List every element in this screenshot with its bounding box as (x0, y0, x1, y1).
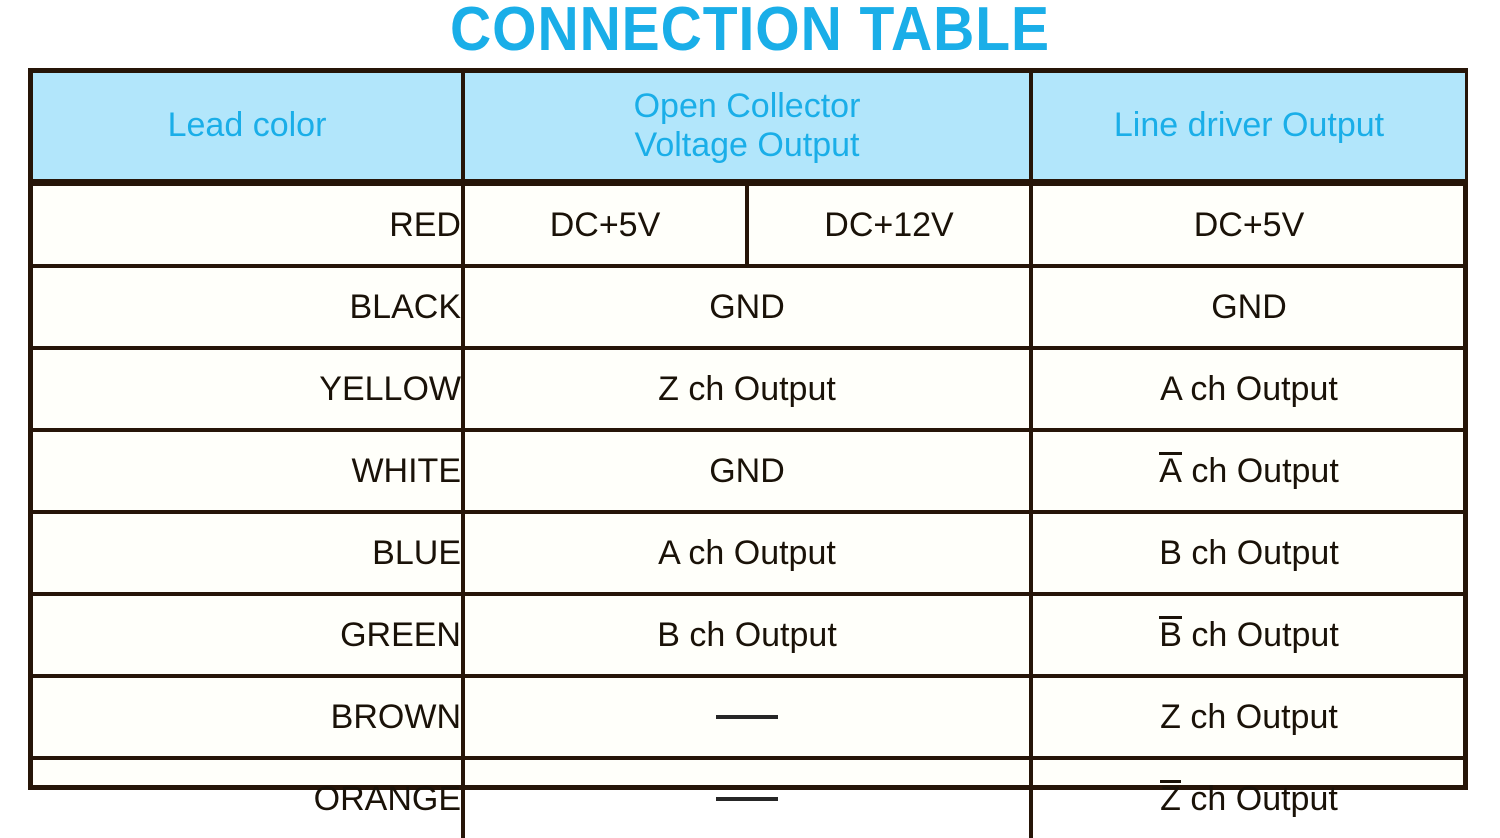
page-title: CONNECTION TABLE (60, 0, 1440, 66)
cell-open-collector: B ch Output (463, 594, 1031, 676)
cell-lead-color: BLUE (33, 512, 463, 594)
cell-line-driver: B ch Output (1031, 512, 1465, 594)
cell-lead-color: BROWN (33, 676, 463, 758)
cell-line-driver: Z ch Output (1031, 676, 1465, 758)
dash-placeholder-icon (716, 715, 778, 719)
header-lead-color: Lead color (33, 73, 463, 183)
table-header-row: Lead color Open Collector Voltage Output… (33, 73, 1465, 183)
cell-lead-color: BLACK (33, 266, 463, 348)
cell-lead-color: WHITE (33, 430, 463, 512)
cell-lead-color: GREEN (33, 594, 463, 676)
cell-lead-color: RED (33, 183, 463, 267)
connection-table: Lead color Open Collector Voltage Output… (33, 73, 1465, 838)
cell-line-driver: A ch Output (1031, 430, 1465, 512)
overline-letter: Z (1160, 780, 1181, 819)
cell-line-driver: GND (1031, 266, 1465, 348)
overline-letter: A (1159, 452, 1182, 491)
cell-line-driver: A ch Output (1031, 348, 1465, 430)
cell-open-collector: GND (463, 430, 1031, 512)
cell-lead-color: YELLOW (33, 348, 463, 430)
cell-open-collector: Z ch Output (463, 348, 1031, 430)
overline-letter: B (1159, 616, 1182, 655)
header-line-driver-output: Line driver Output (1031, 73, 1465, 183)
cell-line-driver: B ch Output (1031, 594, 1465, 676)
cell-lead-color: ORANGE (33, 758, 463, 838)
cell-open-collector: A ch Output (463, 512, 1031, 594)
table-row: BROWN Z ch Output (33, 676, 1465, 758)
cell-open-collector: GND (463, 266, 1031, 348)
cell-open-collector (463, 758, 1031, 838)
cell-line-driver: DC+5V (1031, 183, 1465, 267)
connection-table-container: Lead color Open Collector Voltage Output… (28, 68, 1468, 790)
cell-open-collector-12v: DC+12V (747, 183, 1031, 267)
table-row: ORANGE Z ch Output (33, 758, 1465, 838)
header-open-collector-voltage-output: Open Collector Voltage Output (463, 73, 1031, 183)
cell-open-collector (463, 676, 1031, 758)
cell-open-collector-5v: DC+5V (463, 183, 747, 267)
cell-line-driver: Z ch Output (1031, 758, 1465, 838)
